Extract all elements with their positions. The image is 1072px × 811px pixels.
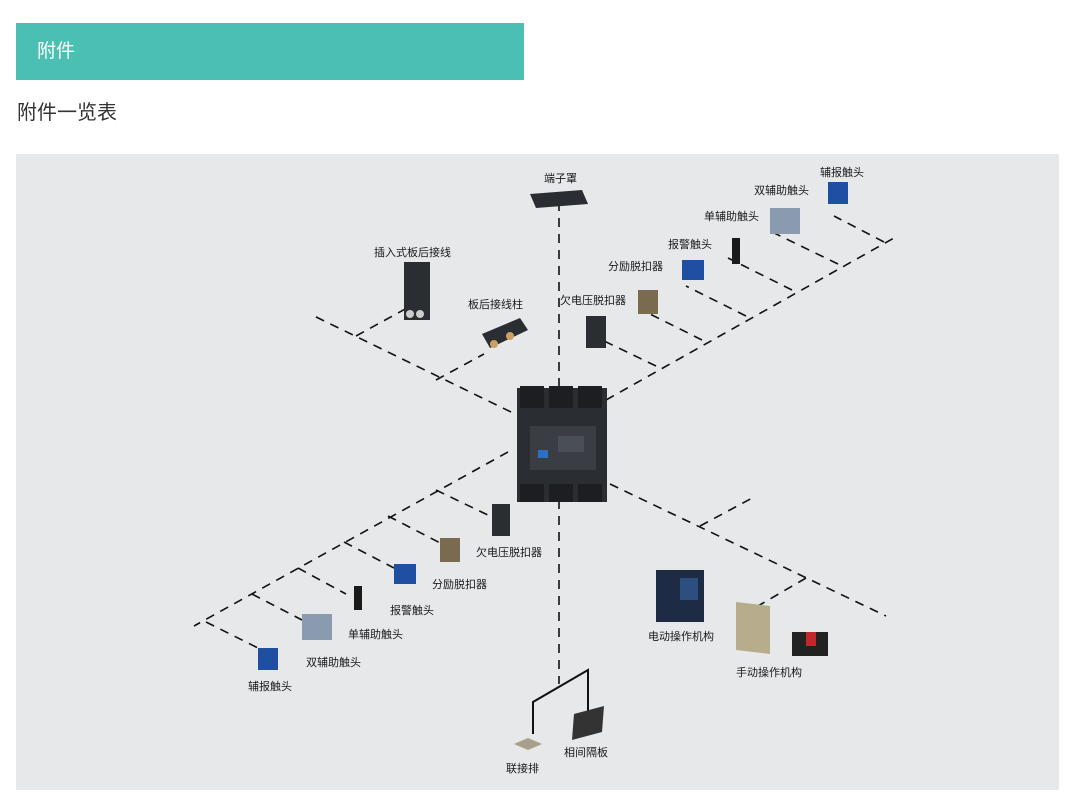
banner-title: 附件 [37,40,76,62]
label-auxalarm-top: 辅报触头 [820,165,864,179]
label-uv-bottom: 欠电压脱扣器 [476,545,542,559]
label-single-top: 单辅助触头 [704,209,759,223]
label-busbar: 联接排 [506,761,539,775]
page-subtitle: 附件一览表 [17,100,117,124]
label-auxalarm-bottom: 辅报触头 [248,679,292,693]
label-shunt-top: 分励脱扣器 [608,259,663,273]
busbar-image [514,738,542,750]
label-uv-top: 欠电压脱扣器 [560,293,626,307]
shunt-top-image [638,290,658,314]
barrier-image [572,706,604,740]
uv-bottom-image [492,504,510,536]
auxalarm-top-image [828,182,848,204]
label-motor-operator: 电动操作机构 [648,629,714,643]
connector-lines [193,202,895,684]
label-double-bottom: 双辅助触头 [306,655,361,669]
label-rear-terminal: 板后接线柱 [468,297,523,311]
auxalarm-bottom-image [258,648,278,670]
double-bottom-image [302,614,332,640]
double-top-image [770,208,800,234]
label-barrier: 相间隔板 [564,745,608,759]
single-bottom-image [354,586,362,610]
single-top-image [732,238,740,264]
manual-operator-image [736,602,828,656]
bottom-bracket [532,668,589,734]
plugin-rear-image [404,262,430,320]
label-double-top: 双辅助触头 [754,183,809,197]
shunt-bottom-image [440,538,460,562]
label-alarm-top: 报警触头 [668,237,712,251]
terminal-cover-image [530,190,588,208]
accessories-diagram: 端子罩 插入式板后接线 板后接线柱 欠电压脱扣器 分励脱扣器 报警触头 单辅助触… [16,154,1059,790]
rear-terminal-image [482,318,528,348]
alarm-bottom-image [394,564,416,584]
label-shunt-bottom: 分励脱扣器 [432,577,487,591]
label-single-bottom: 单辅助触头 [348,627,403,641]
diagram-canvas: 端子罩 插入式板后接线 板后接线柱 欠电压脱扣器 分励脱扣器 报警触头 单辅助触… [193,165,895,775]
label-terminal-cover: 端子罩 [544,172,577,185]
label-manual-operator: 手动操作机构 [736,665,802,679]
breaker-image [517,386,607,502]
label-alarm-bottom: 报警触头 [390,603,434,617]
uv-top-image [586,316,606,348]
label-plugin-rear: 插入式板后接线 [374,245,451,259]
alarm-top-image [682,260,704,280]
section-banner: 附件 [16,23,524,80]
motor-operator-image [656,570,704,622]
